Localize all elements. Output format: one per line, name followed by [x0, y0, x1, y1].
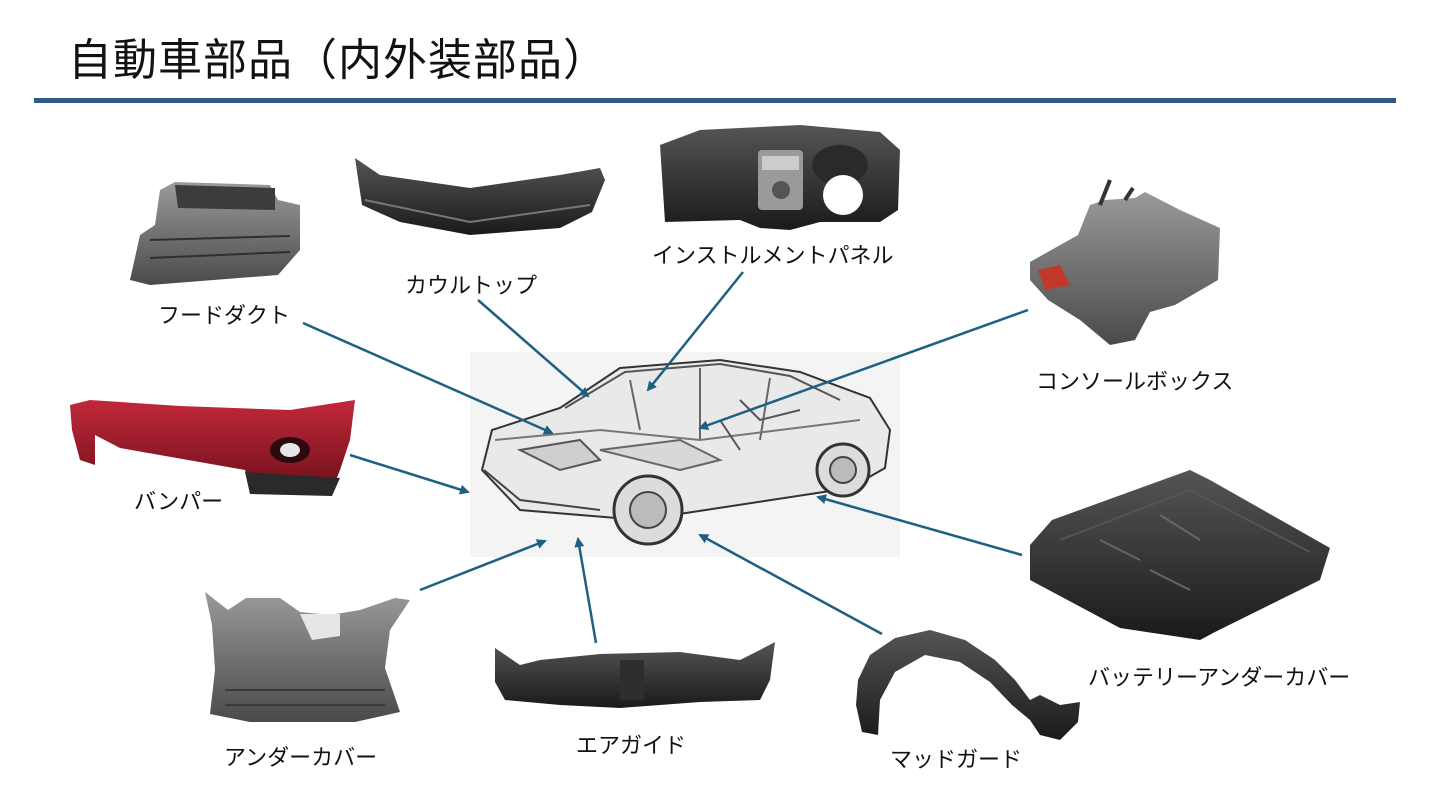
arrow-mud-guard: [698, 533, 883, 636]
arrow-under-cover: [419, 539, 547, 592]
bumper-image: [70, 400, 355, 496]
car-illustration: [470, 352, 900, 557]
arrow-cowl-top: [477, 299, 590, 398]
arrow-air-guide: [574, 537, 598, 644]
label-bumper: バンパー: [134, 490, 224, 515]
label-hood-duct: フードダクト: [158, 304, 291, 329]
label-console-box: コンソールボックス: [1036, 370, 1234, 395]
cowl-top-image: [355, 158, 605, 235]
label-under-cover: アンダーカバー: [224, 746, 378, 771]
mud-guard-image: [856, 630, 1080, 740]
console-box-image: [1030, 179, 1220, 345]
under-cover-image: [205, 592, 410, 722]
arrow-instrument-panel: [646, 271, 744, 392]
label-mud-guard: マッドガード: [890, 748, 1023, 773]
label-instrument-panel: インストルメントパネル: [652, 244, 894, 269]
hood-duct-image: [130, 182, 300, 285]
instrument-panel-image: [660, 125, 900, 230]
arrow-console-box: [698, 308, 1029, 430]
pointer-arrows: [302, 271, 1029, 644]
air-guide-image: [495, 642, 775, 708]
label-air-guide: エアガイド: [576, 734, 687, 759]
title-underline: [34, 98, 1396, 103]
arrow-hood-duct: [302, 321, 554, 435]
page-title: 自動車部品（内外装部品）: [68, 35, 608, 86]
arrow-battery-under-cover: [816, 494, 1023, 557]
battery-under-cover-image: [1030, 470, 1330, 640]
label-battery-under-cover: バッテリーアンダーカバー: [1088, 666, 1351, 691]
arrow-bumper: [349, 453, 470, 495]
label-cowl-top: カウルトップ: [405, 274, 538, 299]
